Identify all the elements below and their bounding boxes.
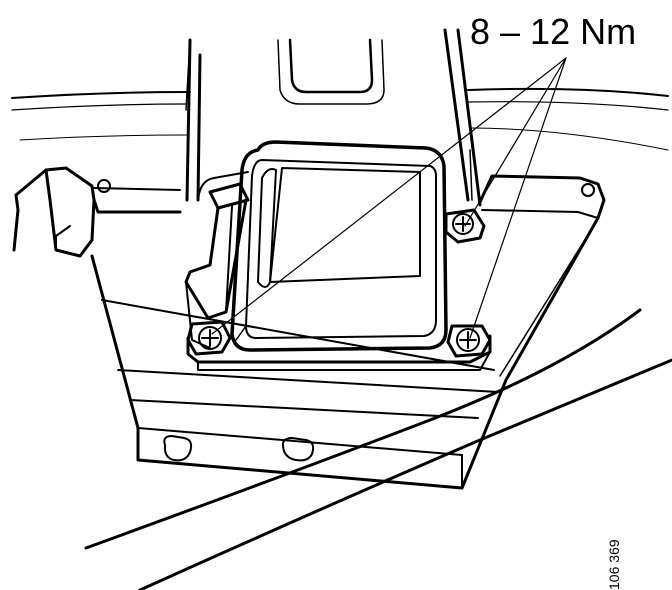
left-clip <box>14 168 180 256</box>
connector-plug <box>186 184 248 348</box>
slot-left <box>164 436 191 460</box>
foreground-hoses <box>86 310 672 590</box>
bolt-bottom-right <box>448 326 490 356</box>
slot-right <box>283 438 313 460</box>
bolt-bottom-left <box>188 322 230 354</box>
callout-leaders <box>212 58 566 338</box>
background-curves <box>12 40 668 150</box>
figure-reference-number: 106 369 <box>606 539 622 590</box>
mounting-bracket <box>92 176 604 488</box>
control-module <box>188 142 490 370</box>
torque-label: 8 – 12 Nm <box>470 11 637 52</box>
upper-support <box>187 30 480 205</box>
